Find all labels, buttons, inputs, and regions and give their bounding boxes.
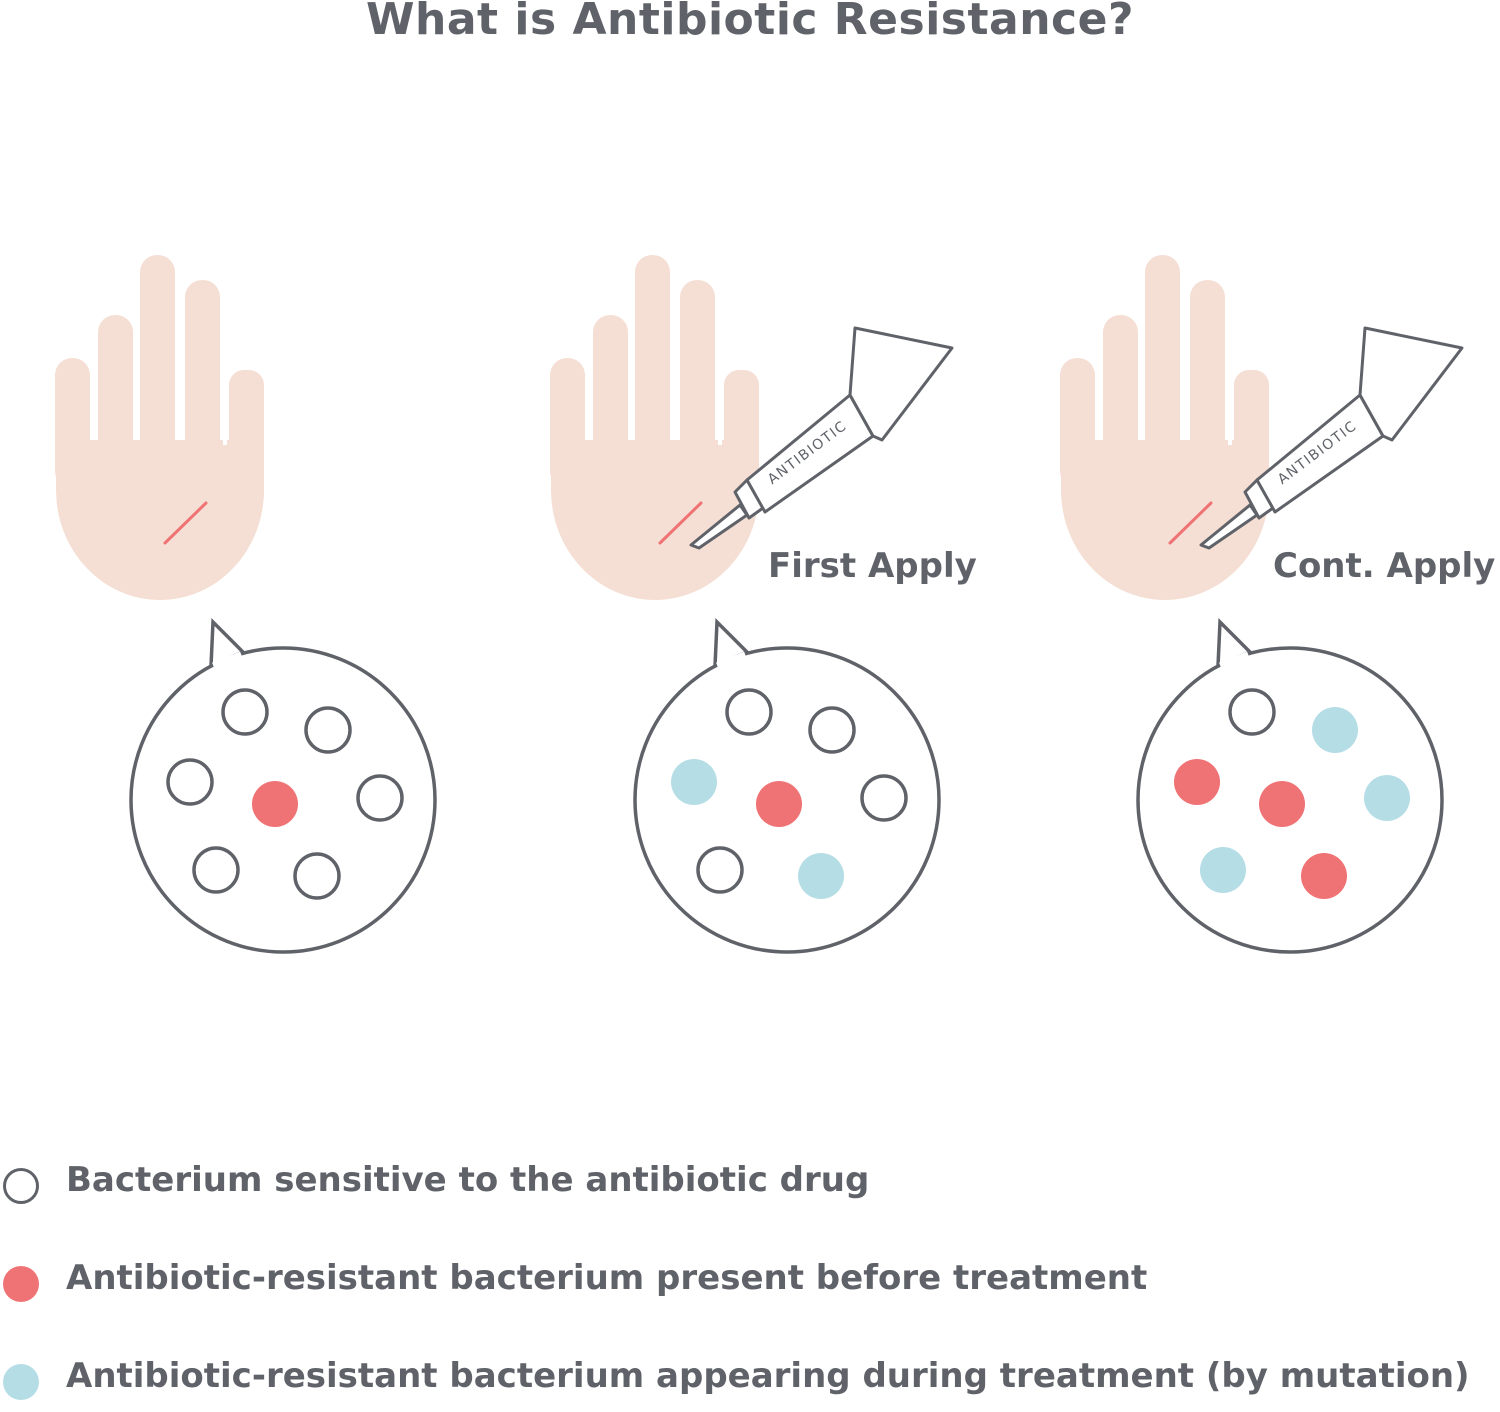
bacterium-resistant-before-icon: [252, 781, 298, 827]
bacterium-resistant-before-icon: [1174, 759, 1220, 805]
panel-1: [55, 255, 437, 954]
hand-icon: [1060, 255, 1269, 600]
bacterium-resistant-mutation-icon: [1364, 775, 1410, 821]
panel-2: ANTIBIOTIC: [550, 255, 954, 954]
legend-text-resistant-before: Antibiotic-resistant bacterium present b…: [66, 1258, 1148, 1298]
bacterium-sensitive-icon: [725, 688, 773, 736]
legend-marker-sensitive-icon: [3, 1168, 39, 1204]
hand-icon: [550, 255, 759, 600]
bacterium-sensitive-icon: [860, 774, 908, 822]
bacterium-resistant-mutation-icon: [671, 759, 717, 805]
bacterium-sensitive-icon: [293, 852, 341, 900]
bacterium-resistant-mutation-icon: [1200, 847, 1246, 893]
bacterium-sensitive-icon: [304, 706, 352, 754]
bacterium-sensitive-icon: [166, 758, 214, 806]
bacterium-sensitive-icon: [192, 846, 240, 894]
panel-3: ANTIBIOTIC: [1060, 255, 1464, 954]
legend-text-resistant-mutation: Antibiotic-resistant bacterium appearing…: [66, 1356, 1470, 1396]
wound-icon: [658, 501, 703, 545]
bacterium-sensitive-icon: [1228, 688, 1276, 736]
legend-item-resistant-before: Antibiotic-resistant bacterium present b…: [0, 1254, 1500, 1314]
bacterium-resistant-before-icon: [1259, 781, 1305, 827]
bacterium-sensitive-icon: [356, 774, 404, 822]
bacterium-resistant-mutation-icon: [1312, 707, 1358, 753]
antibiotic-tube-icon: ANTIBIOTIC: [1199, 326, 1464, 550]
legend-marker-resistant-before-icon: [3, 1266, 39, 1302]
bacterium-sensitive-icon: [808, 706, 856, 754]
bacterium-sensitive-icon: [221, 688, 269, 736]
step-label-cont-apply: Cont. Apply: [1273, 546, 1496, 586]
bacterium-resistant-before-icon: [756, 781, 802, 827]
legend-item-sensitive: Bacterium sensitive to the antibiotic dr…: [0, 1156, 1500, 1216]
hand-icon: [55, 255, 264, 600]
bacterium-sensitive-icon: [696, 846, 744, 894]
legend-marker-resistant-mutation-icon: [3, 1364, 39, 1400]
legend-item-resistant-mutation: Antibiotic-resistant bacterium appearing…: [0, 1352, 1500, 1412]
legend-text-sensitive: Bacterium sensitive to the antibiotic dr…: [66, 1160, 870, 1200]
bacterium-resistant-before-icon: [1301, 853, 1347, 899]
step-label-first-apply: First Apply: [768, 546, 977, 586]
wound-icon: [163, 501, 208, 545]
bacterium-resistant-mutation-icon: [798, 853, 844, 899]
page-title: What is Antibiotic Resistance?: [366, 0, 1134, 45]
wound-icon: [1168, 501, 1213, 545]
